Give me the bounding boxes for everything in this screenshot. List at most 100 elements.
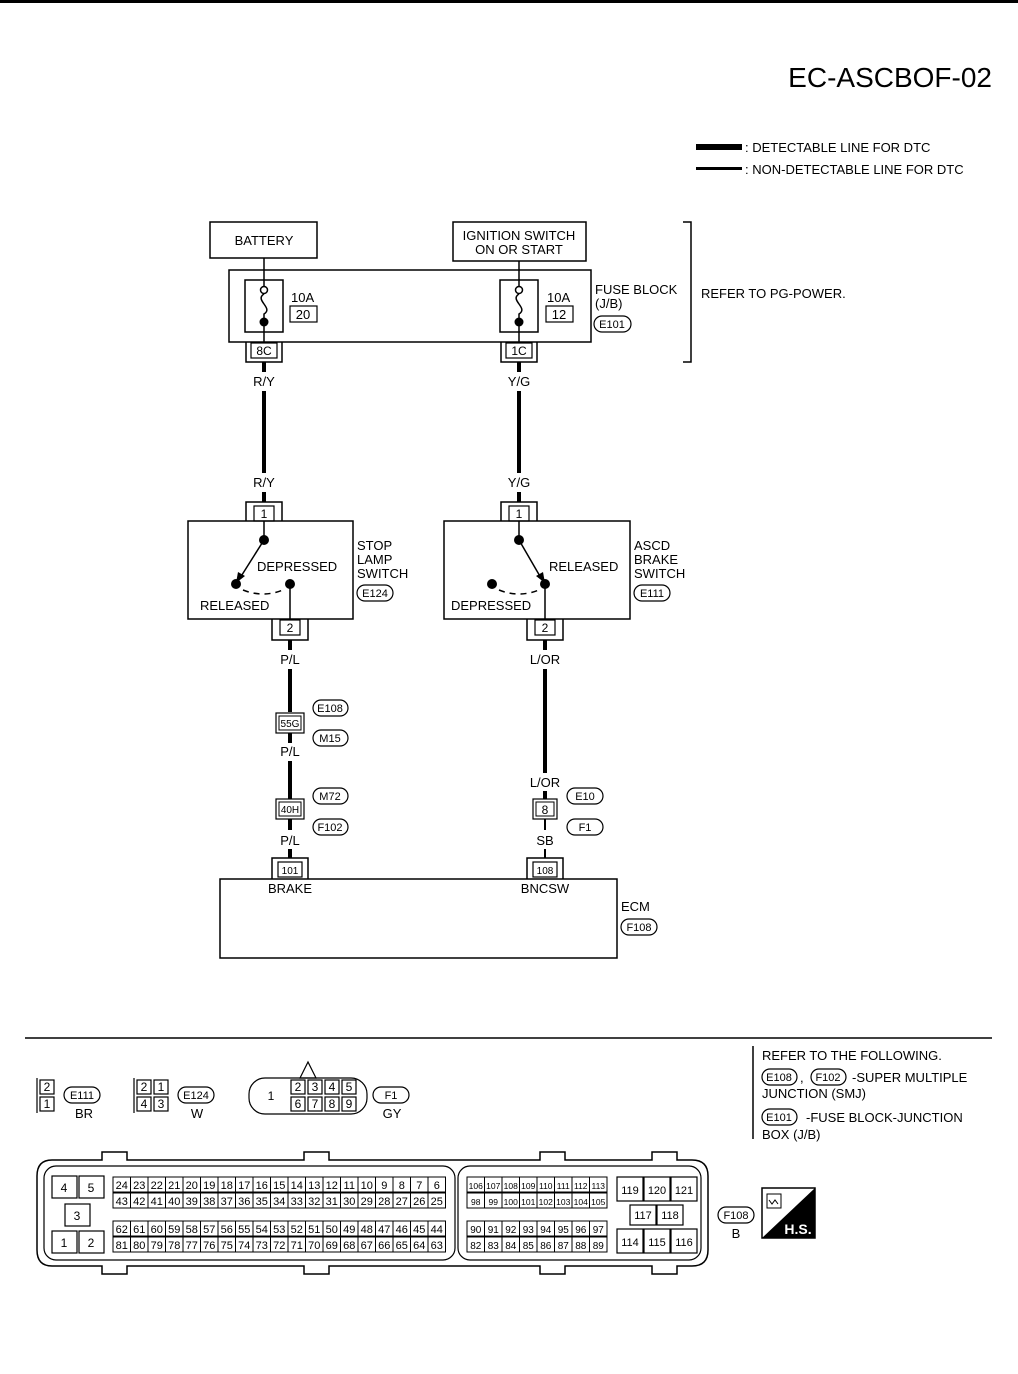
f108-pin: 79: [151, 1240, 163, 1252]
f108-pin: 68: [343, 1240, 355, 1252]
f108-pin: 96: [575, 1225, 587, 1236]
stop-lamp-label-1: STOP: [357, 538, 392, 553]
f108-pin: 31: [326, 1196, 338, 1208]
ascd-pin-2: 2: [542, 621, 549, 635]
f108-pin: 50: [326, 1224, 338, 1236]
f1-pin: 3: [312, 1080, 319, 1094]
wire-color-pl-3: P/L: [280, 833, 300, 848]
detectable-line-swatch: [696, 144, 742, 150]
f108-pin: 66: [378, 1240, 390, 1252]
f108-pin: 22: [151, 1180, 163, 1192]
battery-label: BATTERY: [235, 233, 294, 248]
f108-pin: 67: [361, 1240, 373, 1252]
connector-e111: 2 1 E111 BR: [36, 1078, 101, 1121]
f108-pin: 114: [621, 1237, 639, 1249]
refer-bracket: [683, 221, 692, 363]
joint-40h: 40H: [281, 805, 299, 816]
connector-f1: 1 2 3 4 5 6 7 8 9 F1 GY: [248, 1060, 410, 1121]
f108-pin: 13: [308, 1180, 320, 1192]
terminal-1c: 1C: [511, 344, 527, 358]
wire-color-lor-2: L/OR: [530, 775, 560, 790]
f108-pin: 49: [343, 1224, 355, 1236]
ascd-released: RELEASED: [549, 559, 618, 574]
f108-pin: 115: [648, 1237, 666, 1249]
f108-pin-cell: [427, 1236, 446, 1253]
f108-pin: 81: [116, 1240, 128, 1252]
f108-pin: 84: [505, 1241, 517, 1252]
f108-pin: 3: [74, 1209, 81, 1223]
f108-pin: 44: [431, 1224, 443, 1236]
stop-lamp-pin-1: 1: [261, 507, 268, 521]
fuse-block-connector: E101: [599, 319, 625, 331]
stop-lamp-depressed: DEPRESSED: [257, 559, 337, 574]
f108-pin: 28: [378, 1196, 390, 1208]
f108-color: B: [732, 1226, 741, 1241]
f108-pin: 62: [116, 1224, 128, 1236]
ecm-pin-108: 108: [537, 866, 554, 877]
f108-pin: 59: [168, 1224, 180, 1236]
f108-pin: 47: [378, 1224, 390, 1236]
e111-color: BR: [75, 1106, 93, 1121]
f108-pin: 100: [504, 1197, 518, 1207]
f1-pin: 6: [295, 1097, 302, 1111]
f108-pin: 75: [221, 1240, 233, 1252]
f108-pin: 14: [291, 1180, 303, 1192]
f108-pin: 111: [557, 1181, 570, 1191]
fuse-12: [499, 270, 539, 342]
joint-55g-conn-a: E108: [317, 703, 343, 715]
f108-pin: 7: [416, 1180, 422, 1192]
f1-color: GY: [383, 1106, 402, 1121]
f108-pin: 54: [256, 1224, 268, 1236]
f108-pin: 113: [591, 1181, 605, 1191]
f108-pin: 110: [539, 1181, 553, 1191]
legend: : DETECTABLE LINE FOR DTC : NON-DETECTAB…: [696, 140, 964, 177]
f108-pin: 46: [396, 1224, 408, 1236]
f108-pin: 64: [413, 1240, 425, 1252]
ignition-label-1: IGNITION SWITCH: [463, 228, 576, 243]
f108-pin: 18: [221, 1180, 233, 1192]
f108-pin: 109: [521, 1181, 535, 1191]
fuse-block-label-1: FUSE BLOCK: [595, 282, 678, 297]
f108-pin: 20: [186, 1180, 198, 1192]
f108-pin: 37: [221, 1196, 233, 1208]
f108-pin: 34: [273, 1196, 285, 1208]
f108-pin: 8: [399, 1180, 405, 1192]
ignition-label-2: ON OR START: [475, 242, 563, 257]
f108-pin: 42: [133, 1196, 145, 1208]
f1-pin: 7: [312, 1097, 319, 1111]
e111-id: E111: [70, 1090, 94, 1102]
f108-pin: 43: [116, 1196, 128, 1208]
f108-pin: 83: [488, 1241, 500, 1252]
joint-40h-conn-a: M72: [319, 791, 340, 803]
fuse-block-label-2: (J/B): [595, 296, 622, 311]
joint-8-conn-b: F1: [579, 822, 592, 834]
f108-pin: 2: [88, 1236, 95, 1250]
f108-pin: 104: [574, 1197, 588, 1207]
f108-pin: 70: [308, 1240, 320, 1252]
f108-pin: 15: [273, 1180, 285, 1192]
terminal-8c: 8C: [256, 344, 272, 358]
f108-pin: 98: [471, 1197, 481, 1207]
f108-pin: 40: [168, 1196, 180, 1208]
f108-pin: 89: [593, 1241, 605, 1252]
ascd-label-3: SWITCH: [634, 566, 685, 581]
f108-pin-cell: [427, 1176, 446, 1193]
f108-pin: 72: [273, 1240, 285, 1252]
fuse-12-amp: 10A: [547, 290, 570, 305]
stop-lamp-connector: E124: [362, 588, 388, 600]
f108-pin: 57: [203, 1224, 215, 1236]
f1-pin: 2: [295, 1080, 302, 1094]
e124-pin: 2: [141, 1080, 148, 1094]
f108-pin: 41: [151, 1196, 163, 1208]
f108-pin: 29: [361, 1196, 373, 1208]
stop-lamp-label-2: LAMP: [357, 552, 392, 567]
f108-pin: 12: [326, 1180, 338, 1192]
fuse-block-box: [228, 269, 592, 343]
f108-id: F108: [723, 1210, 748, 1222]
f108-pin: 55: [238, 1224, 250, 1236]
f108-pin: 99: [489, 1197, 499, 1207]
f108-pin: 51: [308, 1224, 320, 1236]
refer-smj-text-2: JUNCTION (SMJ): [762, 1086, 866, 1101]
f1-id: F1: [385, 1090, 398, 1102]
f108-pin: 78: [168, 1240, 180, 1252]
